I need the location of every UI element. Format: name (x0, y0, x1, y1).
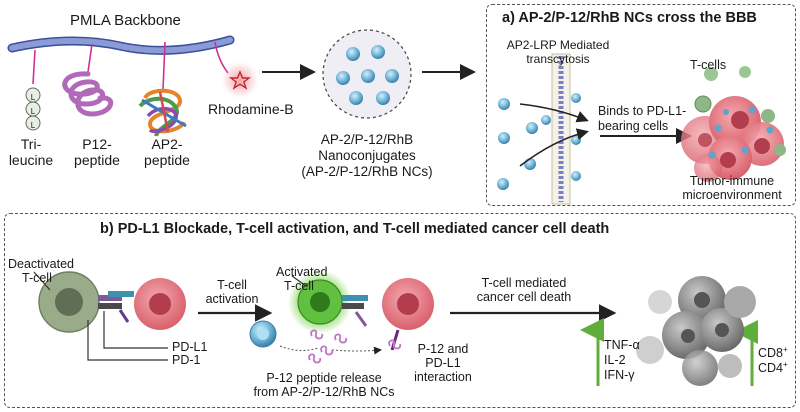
activated-label: Activated T-cell (276, 265, 327, 293)
bound-nanoparticles (708, 106, 774, 159)
rhodamine-label: Rhodamine-B (208, 101, 294, 117)
deactivated-label: Deactivated T-cell (8, 257, 74, 285)
tme-line-2: microenvironment (682, 188, 782, 202)
deactivated-leader (33, 271, 51, 291)
cytokine-il2: IL-2 (604, 353, 626, 367)
interaction-line-2: PD-L1 (425, 356, 461, 370)
transcytosis-line-2: transcytosis (526, 52, 590, 66)
tcells-icon (694, 66, 786, 156)
pd1-pdl1-complex (98, 291, 134, 323)
release-line-2: from AP-2/P-12/RhB NCs (253, 385, 395, 399)
activation-line-2: activation (205, 292, 259, 306)
cd8-sup: + (783, 344, 788, 354)
cd4-marker: CD4+ (758, 359, 788, 376)
interaction-label: P-12 and PD-L1 interaction (410, 342, 476, 384)
rhodamine-icon (222, 62, 258, 98)
tme-line-1: Tumor-immune (689, 174, 775, 188)
ap2-label: AP2- peptide (136, 136, 198, 168)
pdl1-leader (103, 311, 168, 349)
tumor-cell-b (134, 278, 186, 330)
nanoconjugates-icon (322, 29, 412, 119)
binds-line-2: bearing cells (598, 119, 669, 133)
transcytosis-arrow-2 (519, 128, 589, 167)
pdl1-label: PD-L1 (172, 340, 208, 354)
activated-leader (291, 275, 307, 287)
panel-b (4, 213, 796, 408)
trileucine-icon (25, 87, 41, 131)
leucine-letter-2: L (30, 107, 36, 116)
transcytosis-arrow-1 (519, 103, 589, 123)
nanoconjugates-label: AP-2/P-12/RhB Nanoconjugates (AP-2/P-12/… (292, 132, 442, 180)
panel-b-title: b) PD-L1 Blockade, T-cell activation, an… (100, 221, 610, 237)
tme-label: Tumor-immune microenvironment (670, 174, 794, 202)
panel-a (486, 4, 796, 206)
trileucine-label: Tri- leucine (4, 136, 58, 168)
cd8-marker: CD8+ (758, 344, 788, 361)
trileucine-line-1: Tri- (20, 136, 42, 152)
ap2-line-1: AP2- (151, 136, 183, 152)
ap2-peptide-icon (138, 88, 187, 137)
cytokines-label: TNF-α IL-2 IFN-γ (604, 338, 640, 383)
interaction-line-1: P-12 and (417, 342, 469, 356)
cd-markers-label: CD8+ CD4+ (758, 344, 788, 376)
cytokine-ifn: IFN-γ (604, 368, 635, 382)
cell-death-label: T-cell mediated cancer cell death (462, 276, 586, 304)
deactivated-line-2: T-cell (22, 271, 52, 285)
binds-label: Binds to PD-L1- bearing cells (598, 104, 686, 134)
p12-line-2: peptide (74, 152, 120, 168)
transcytosis-line-1: AP2-LRP Mediated (506, 38, 610, 52)
p12-peptide-fragments (308, 329, 402, 364)
trileucine-line-2: leucine (8, 152, 54, 168)
pd1-leader (87, 320, 168, 361)
nanoconjugates-line-2: Nanoconjugates (318, 148, 416, 163)
cd4-text: CD4 (758, 361, 784, 375)
cell-death-line-1: T-cell mediated (481, 276, 567, 290)
deactivated-tcell (38, 271, 100, 333)
interaction-line-3: interaction (414, 370, 472, 384)
nanoconjugates-line-1: AP-2/P-12/RhB (320, 132, 414, 147)
tumor-cluster (681, 96, 784, 182)
pmla-backbone-label: PMLA Backbone (70, 12, 181, 29)
activated-line-2: T-cell (284, 279, 314, 293)
p12-line-1: P12- (82, 136, 112, 152)
bbb-barrier (541, 53, 581, 205)
binds-line-1: Binds to PD-L1- (598, 104, 687, 118)
activated-tcell (288, 270, 352, 334)
pd1-label: PD-1 (172, 353, 201, 367)
activated-line-1: Activated (276, 265, 328, 279)
p12-peptide-icon (62, 71, 114, 117)
activation-label: T-cell activation (200, 278, 264, 306)
release-nanoparticle (249, 320, 277, 348)
release-path (279, 345, 319, 352)
transcytosis-label: AP2-LRP Mediated transcytosis (492, 38, 624, 66)
leucine-letter-1: L (30, 93, 36, 102)
blocked-complex (342, 295, 368, 327)
cd8-text: CD8 (758, 346, 784, 360)
tumor-cell-b2 (382, 278, 434, 330)
leucine-letter-3: L (30, 121, 36, 130)
cd4-sup: + (783, 359, 788, 369)
cytokine-tnf: TNF-α (604, 338, 640, 352)
release-path-2 (331, 346, 382, 355)
release-line-1: P-12 peptide release (266, 371, 382, 385)
nanoconjugates-line-3: (AP-2/P-12/RhB NCs) (301, 164, 433, 179)
activation-line-1: T-cell (217, 278, 247, 292)
p12-label: P12- peptide (66, 136, 128, 168)
deactivated-line-1: Deactivated (8, 257, 75, 271)
cell-death-line-2: cancer cell death (476, 290, 572, 304)
tcells-label: T-cells (690, 58, 727, 72)
pmla-backbone (7, 35, 235, 55)
ap2-line-2: peptide (144, 152, 190, 168)
leucine-letters: L L L (28, 91, 38, 133)
release-label: P-12 peptide release from AP-2/P-12/RhB … (244, 371, 404, 399)
dying-cancer-cells (636, 276, 756, 386)
panel-a-title: a) AP-2/P-12/RhB NCs cross the BBB (502, 10, 757, 26)
